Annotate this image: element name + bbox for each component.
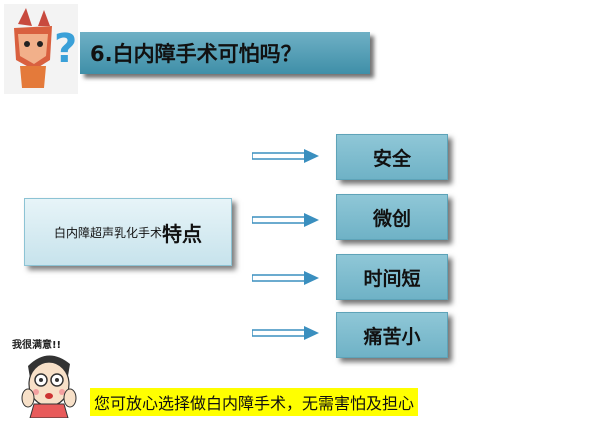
arrow-right-icon	[252, 149, 319, 163]
feature-emphasis: 特点	[162, 221, 202, 246]
result-short-time: 时间短	[336, 254, 448, 300]
satisfied-character-icon: 我很满意!!	[12, 338, 77, 418]
arrow-right-icon	[252, 271, 319, 285]
question-mascot-icon: ?	[4, 4, 78, 94]
reassurance-text: 您可放心选择做白内障手术，无需害怕及担心	[90, 388, 419, 416]
result-safe: 安全	[336, 134, 448, 180]
sticker-text: 我很满意!!	[12, 338, 61, 351]
arrow-right-icon	[252, 213, 319, 227]
result-less-pain: 痛苦小	[336, 312, 448, 358]
feature-box: 白内障超声乳化手术特点	[24, 198, 232, 266]
feature-label: 白内障超声乳化手术	[53, 225, 162, 240]
page-title: 6.白内障手术可怕吗？	[80, 32, 370, 74]
arrow-right-icon	[252, 326, 319, 340]
result-minimally-invasive: 微创	[336, 194, 448, 240]
svg-text:?: ?	[54, 26, 77, 72]
